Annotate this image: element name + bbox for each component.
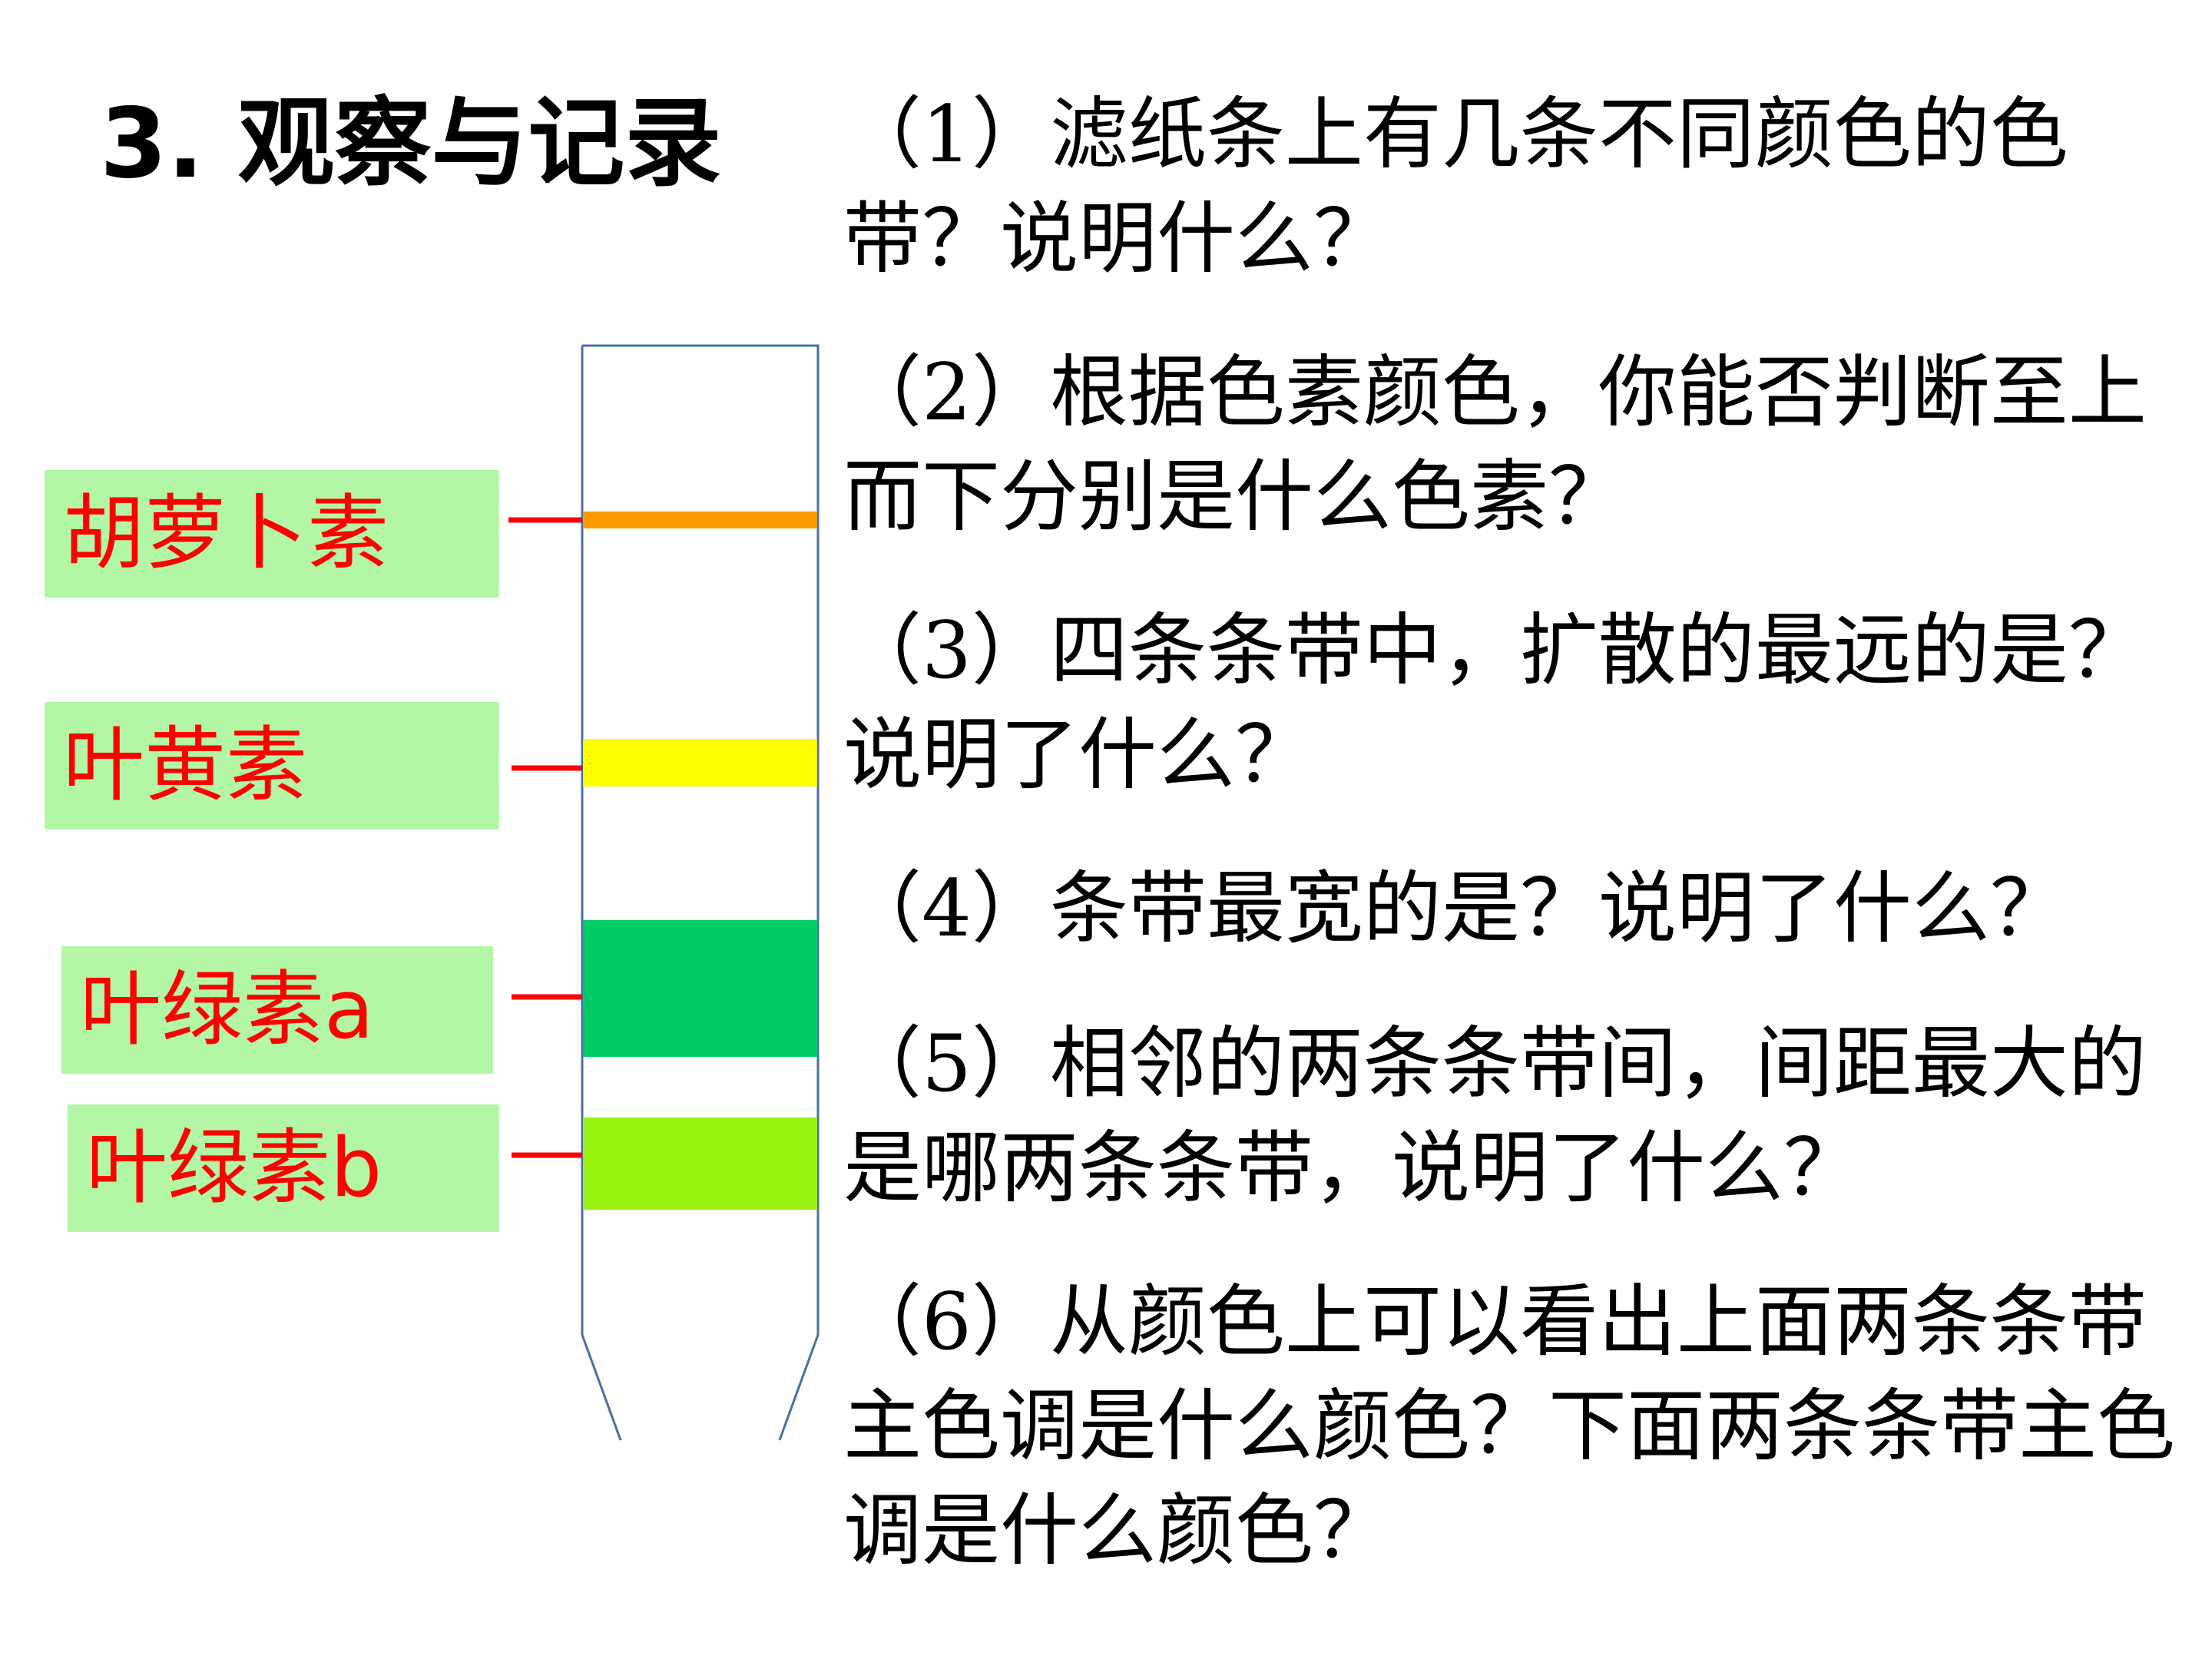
slide-title: 3. 观察与记录 — [100, 87, 722, 200]
label-chlorophyll-a: 叶绿素a — [61, 946, 493, 1074]
band-xanthophyll — [583, 739, 817, 786]
label-carotene: 胡萝卜素 — [45, 470, 499, 598]
band-carotene — [583, 512, 817, 528]
question-2: （2）根据色素颜色，你能否判断至上而下分别是什么色素？ — [843, 347, 2147, 543]
question-1: （1）滤纸条上有几条不同颜色的色带？说明什么？ — [843, 89, 2068, 285]
label-xanthophyll: 叶黄素 — [45, 702, 499, 830]
band-chlorophyll-a — [583, 920, 817, 1057]
question-3: （3）四条条带中，扩散的最远的是？说明了什么？ — [843, 605, 2147, 801]
label-chlorophyll-b: 叶绿素b — [68, 1104, 499, 1232]
filter-paper-strip — [581, 344, 820, 1441]
band-chlorophyll-b — [583, 1118, 817, 1210]
question-list: （1）滤纸条上有几条不同颜色的色带？说明什么？ （2）根据色素颜色，你能否判断至… — [843, 83, 2195, 1633]
question-5: （5）相邻的两条条带间，间距最大的是哪两条条带，说明了什么？ — [843, 1018, 2147, 1214]
question-6: （6）从颜色上可以看出上面两条条带主色调是什么颜色？下面两条条带主色调是什么颜色… — [843, 1277, 2175, 1577]
question-4: （4）条带最宽的是？说明了什么？ — [843, 863, 2068, 955]
